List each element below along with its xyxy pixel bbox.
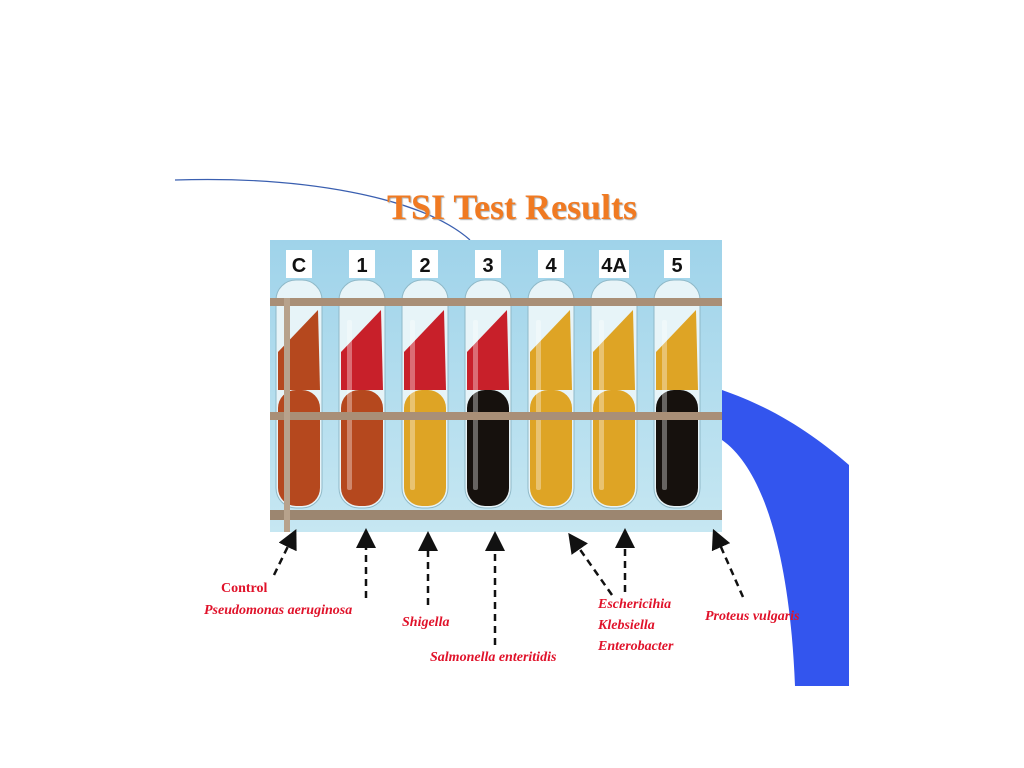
tube-highlight <box>536 320 541 490</box>
rack-middle-bar <box>270 412 722 420</box>
arrow-escherichia-4 <box>568 532 614 596</box>
decorative-curve-line <box>174 178 471 241</box>
tag-layer: C 1 2 3 4 4A 5 <box>286 250 690 278</box>
tube-tag-card <box>412 250 438 278</box>
tube-highlight <box>473 320 478 490</box>
rack-top-bar <box>270 298 722 306</box>
tube-highlight <box>662 320 667 490</box>
arrow-control <box>272 529 297 576</box>
tube-slant <box>656 310 698 390</box>
rack-left-post <box>284 298 290 532</box>
tube-1 <box>338 279 386 509</box>
rack-bottom-bar <box>270 510 722 520</box>
label-salmonella: Salmonella enteritidis <box>430 650 557 665</box>
tube-tag-label: 2 <box>419 255 430 277</box>
tube-slant <box>467 310 509 390</box>
tube-slant <box>593 310 635 390</box>
tube-tag-label: 1 <box>356 255 367 277</box>
label-escherichia: Eschericihia <box>598 597 672 612</box>
tube-slant <box>341 310 383 390</box>
tube-tag-card <box>286 250 312 278</box>
tube-highlight <box>410 320 415 490</box>
arrow-proteus <box>711 528 745 598</box>
tube-tag-card <box>538 250 564 278</box>
tubes-photo: C 1 2 3 4 4A 5 <box>270 240 722 532</box>
tube-tag-card <box>599 250 629 278</box>
decorative-blue-swoosh <box>722 390 849 686</box>
tube-tag-label: 3 <box>482 255 493 277</box>
tube-highlight <box>599 320 604 490</box>
tube-tag-card <box>349 250 375 278</box>
tube-slant <box>530 310 572 390</box>
label-proteus: Proteus vulgaris <box>705 609 800 624</box>
label-pseudomonas: Pseudomonas aeruginosa <box>204 603 353 618</box>
tube-tag-card <box>664 250 690 278</box>
tube-highlight <box>347 320 352 490</box>
tube-tag-label: 4A <box>601 255 627 277</box>
tube-tag-label: 5 <box>671 255 682 277</box>
tube-tag-label: 4 <box>545 255 557 277</box>
label-shigella: Shigella <box>402 615 450 630</box>
tube-2 <box>401 279 449 509</box>
label-enterobacter: Enterobacter <box>598 639 674 654</box>
tube-slant <box>404 310 446 390</box>
slide-title: TSI Test Results <box>386 187 638 227</box>
tube-tag-label: C <box>292 255 306 277</box>
label-klebsiella: Klebsiella <box>598 618 655 633</box>
tube-tag-card <box>475 250 501 278</box>
label-control: Control <box>221 581 268 596</box>
